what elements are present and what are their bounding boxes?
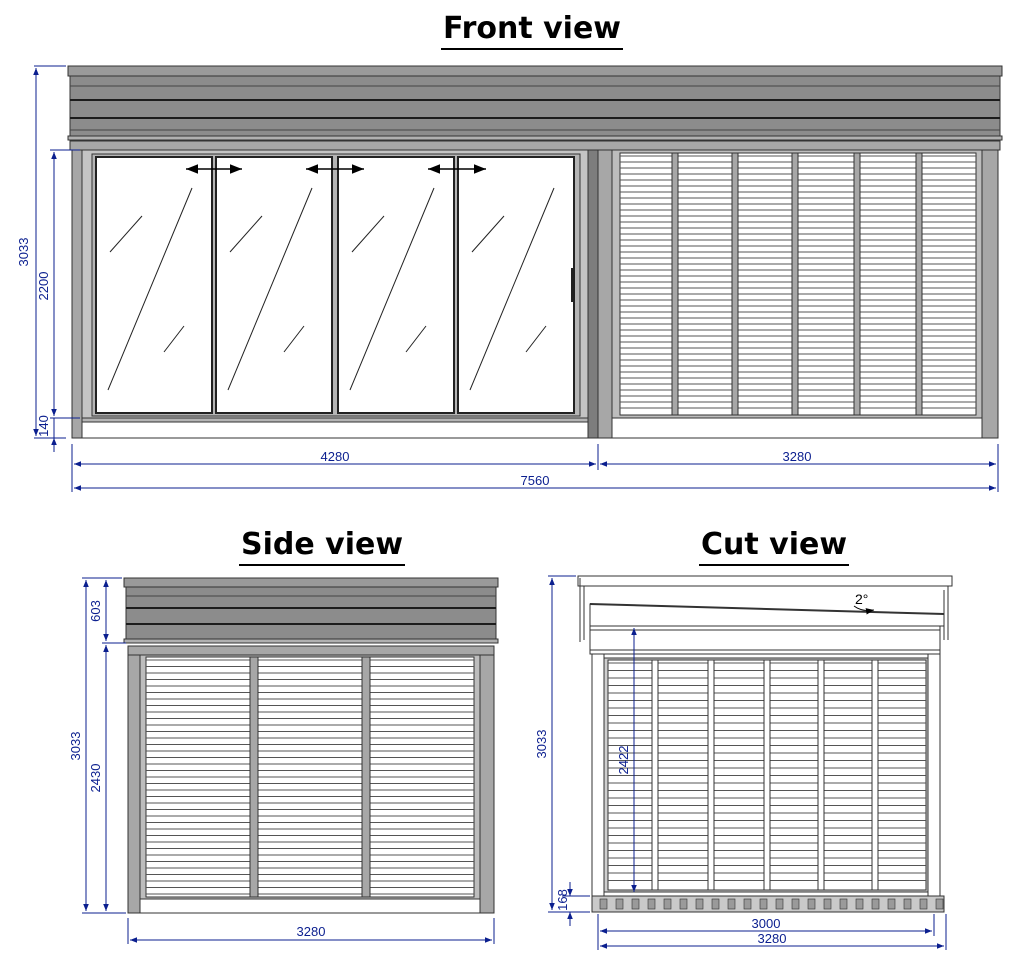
glass-reflection — [351, 215, 385, 253]
louver-base — [611, 417, 983, 439]
floor-joist — [743, 898, 752, 910]
floor-joist — [855, 898, 864, 910]
floor-joist — [679, 898, 688, 910]
cut-total-height-label: 3033 — [534, 730, 549, 759]
front-roof — [67, 65, 1003, 141]
floor-joist — [599, 898, 608, 910]
louver-divider — [249, 656, 259, 898]
side-beam — [127, 645, 495, 656]
glass-reflection — [163, 325, 185, 353]
floor-joist — [711, 898, 720, 910]
louver-divider — [871, 659, 879, 891]
cut-outer-width-label: 3280 — [758, 931, 787, 946]
floor-joist — [807, 898, 816, 910]
side-base — [139, 898, 481, 914]
cut-beam — [589, 625, 941, 655]
door-handle — [571, 268, 575, 302]
front-louver-panels — [619, 152, 977, 416]
cut-floor-height-label: 168 — [555, 889, 570, 911]
louver-divider — [731, 152, 739, 416]
front-post-right — [981, 149, 999, 439]
front-total-width-label: 7560 — [521, 473, 550, 488]
cut-view: 2° — [577, 575, 953, 913]
side-post-left — [127, 654, 141, 914]
louver-divider — [853, 152, 861, 416]
glass-reflection — [349, 187, 435, 391]
cut-floor-joists — [599, 898, 944, 910]
front-view — [67, 65, 1003, 439]
cut-roof-angle-label: 2° — [855, 591, 868, 607]
front-base-height-label: 140 — [36, 415, 51, 437]
floor-joist — [935, 898, 944, 910]
glass-reflection — [525, 325, 547, 353]
side-view-title: Side view — [239, 528, 406, 566]
glass-reflection — [405, 325, 427, 353]
front-door-height-label: 2200 — [36, 272, 51, 301]
front-left-width-label: 4280 — [321, 449, 350, 464]
louver-divider — [763, 659, 771, 891]
louver-divider — [817, 659, 825, 891]
front-total-height-label: 3033 — [16, 238, 31, 267]
glass-reflection — [283, 325, 305, 353]
floor-joist — [695, 898, 704, 910]
cut-view-title: Cut view — [699, 528, 850, 566]
floor-joist — [823, 898, 832, 910]
floor-joist — [887, 898, 896, 910]
floor-joist — [791, 898, 800, 910]
louver-divider — [791, 152, 799, 416]
louver-divider — [361, 656, 371, 898]
louver-divider — [651, 659, 659, 891]
side-width-label: 3280 — [297, 924, 326, 939]
floor-joist — [775, 898, 784, 910]
floor-joist — [903, 898, 912, 910]
front-right-width-label: 3280 — [783, 449, 812, 464]
sliding-door-panels — [95, 156, 575, 414]
louver-divider — [707, 659, 715, 891]
floor-joist — [871, 898, 880, 910]
floor-joist — [759, 898, 768, 910]
side-view — [123, 577, 499, 914]
glass-panel — [215, 156, 333, 414]
glass-panel — [457, 156, 575, 414]
side-roof-height-label: 603 — [88, 600, 103, 622]
floor-joist — [727, 898, 736, 910]
front-post-middle-2 — [597, 149, 613, 439]
glass-reflection — [469, 187, 555, 391]
glass-panel — [337, 156, 455, 414]
cut-roof-slope — [589, 603, 945, 627]
glass-reflection — [229, 215, 263, 253]
cut-inner-height-label: 2422 — [616, 746, 631, 775]
floor-joist — [631, 898, 640, 910]
glass-panel — [95, 156, 213, 414]
side-louver-panels — [145, 656, 475, 898]
side-roof — [123, 577, 499, 644]
cut-dimensions: 3033 2422 168 3000 3280 — [534, 575, 947, 950]
front-post-middle — [587, 149, 599, 439]
glass-reflection — [471, 215, 505, 253]
glass-reflection — [107, 187, 193, 391]
front-post-left — [71, 149, 83, 439]
side-total-height-label: 3033 — [68, 732, 83, 761]
floor-joist — [663, 898, 672, 910]
front-dimensions: 3033 2200 140 4280 3280 7560 — [16, 65, 999, 492]
cut-roof-cap — [577, 575, 953, 587]
cut-inner-width-label: 3000 — [752, 916, 781, 931]
front-view-title: Front view — [441, 12, 624, 50]
side-post-right — [479, 654, 495, 914]
side-dimensions: 3033 603 2430 3280 — [68, 577, 495, 944]
cut-post-left — [591, 653, 605, 897]
cut-louver-panels — [607, 659, 927, 891]
glass-reflection — [227, 187, 313, 391]
louver-divider — [915, 152, 923, 416]
floor-joist — [647, 898, 656, 910]
cut-post-right — [927, 653, 941, 897]
floor-joist — [839, 898, 848, 910]
front-beam — [69, 140, 1001, 151]
floor-joist — [919, 898, 928, 910]
louver-divider — [671, 152, 679, 416]
side-wall-height-label: 2430 — [88, 764, 103, 793]
floor-joist — [615, 898, 624, 910]
glass-reflection — [109, 215, 143, 253]
